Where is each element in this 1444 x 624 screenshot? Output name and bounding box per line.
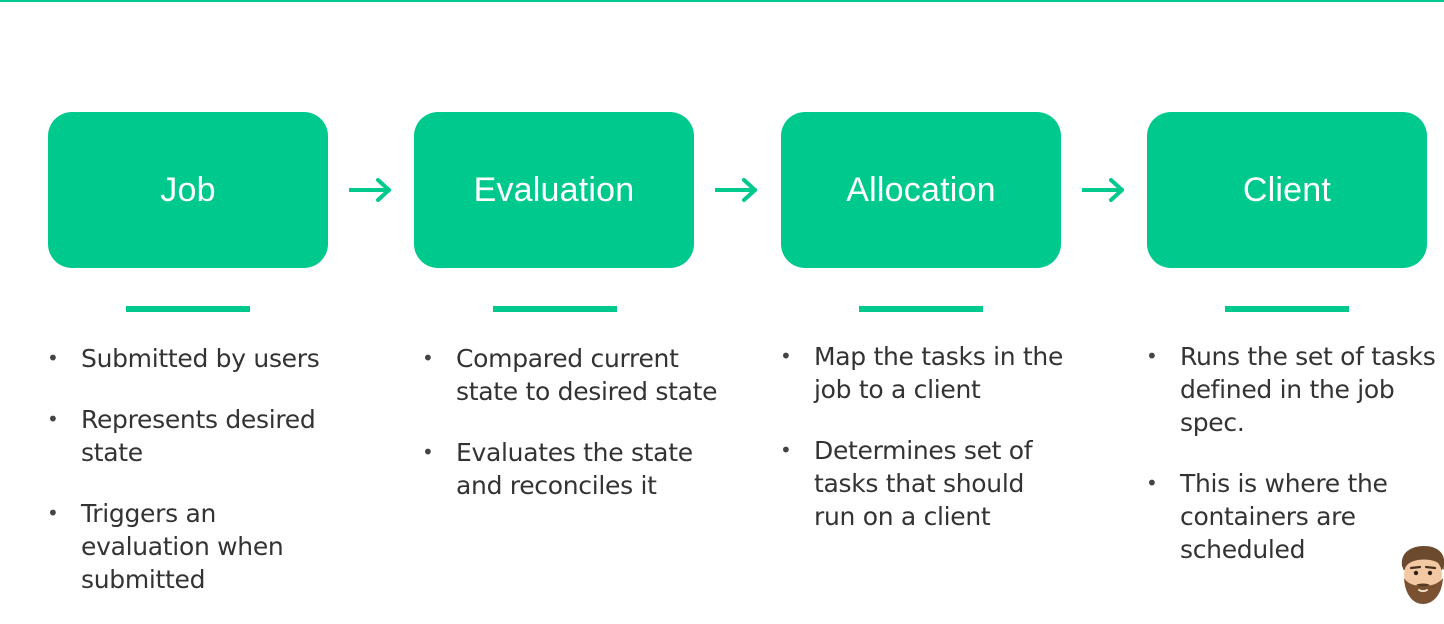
bullet-item: Map the tasks in the job to a client xyxy=(780,340,1070,406)
arrow-right-icon xyxy=(1082,178,1124,202)
stage-allocation-box: Allocation xyxy=(781,112,1061,268)
arrow-right-icon xyxy=(715,178,757,202)
stage-client-divider xyxy=(1225,306,1349,312)
stage-evaluation-divider xyxy=(493,306,617,312)
stage-job-title: Job xyxy=(160,170,216,209)
bullet-item: Evaluates the state and reconciles it xyxy=(422,436,722,502)
stage-job-box: Job xyxy=(48,112,328,268)
bearded-man-avatar-icon xyxy=(1401,546,1444,604)
stage-job-divider xyxy=(126,306,250,312)
bullet-item: Submitted by users xyxy=(47,342,347,375)
bullet-item: Compared current state to desired state xyxy=(422,342,722,408)
arrow-right-icon xyxy=(349,178,391,202)
bullet-item: This is where the containers are schedul… xyxy=(1146,467,1442,566)
stage-job-bullets: Submitted by users Represents desired st… xyxy=(47,342,347,624)
bullet-item: Runs the set of tasks defined in the job… xyxy=(1146,340,1442,439)
top-accent-rule xyxy=(0,0,1444,2)
stage-evaluation-title: Evaluation xyxy=(473,170,635,209)
stage-client-bullets: Runs the set of tasks defined in the job… xyxy=(1146,340,1442,594)
bullet-item: Represents desired state xyxy=(47,403,347,469)
stage-evaluation-box: Evaluation xyxy=(414,112,694,268)
stage-allocation-title: Allocation xyxy=(846,170,996,209)
stage-evaluation-bullets: Compared current state to desired state … xyxy=(422,342,722,530)
stage-allocation-divider xyxy=(859,306,983,312)
bullet-item: Determines set of tasks that should run … xyxy=(780,434,1070,533)
stage-allocation-bullets: Map the tasks in the job to a client Det… xyxy=(780,340,1070,561)
bullet-item: Triggers an evaluation when submitted xyxy=(47,497,347,596)
stage-client-title: Client xyxy=(1242,170,1332,209)
stage-client-box: Client xyxy=(1147,112,1427,268)
